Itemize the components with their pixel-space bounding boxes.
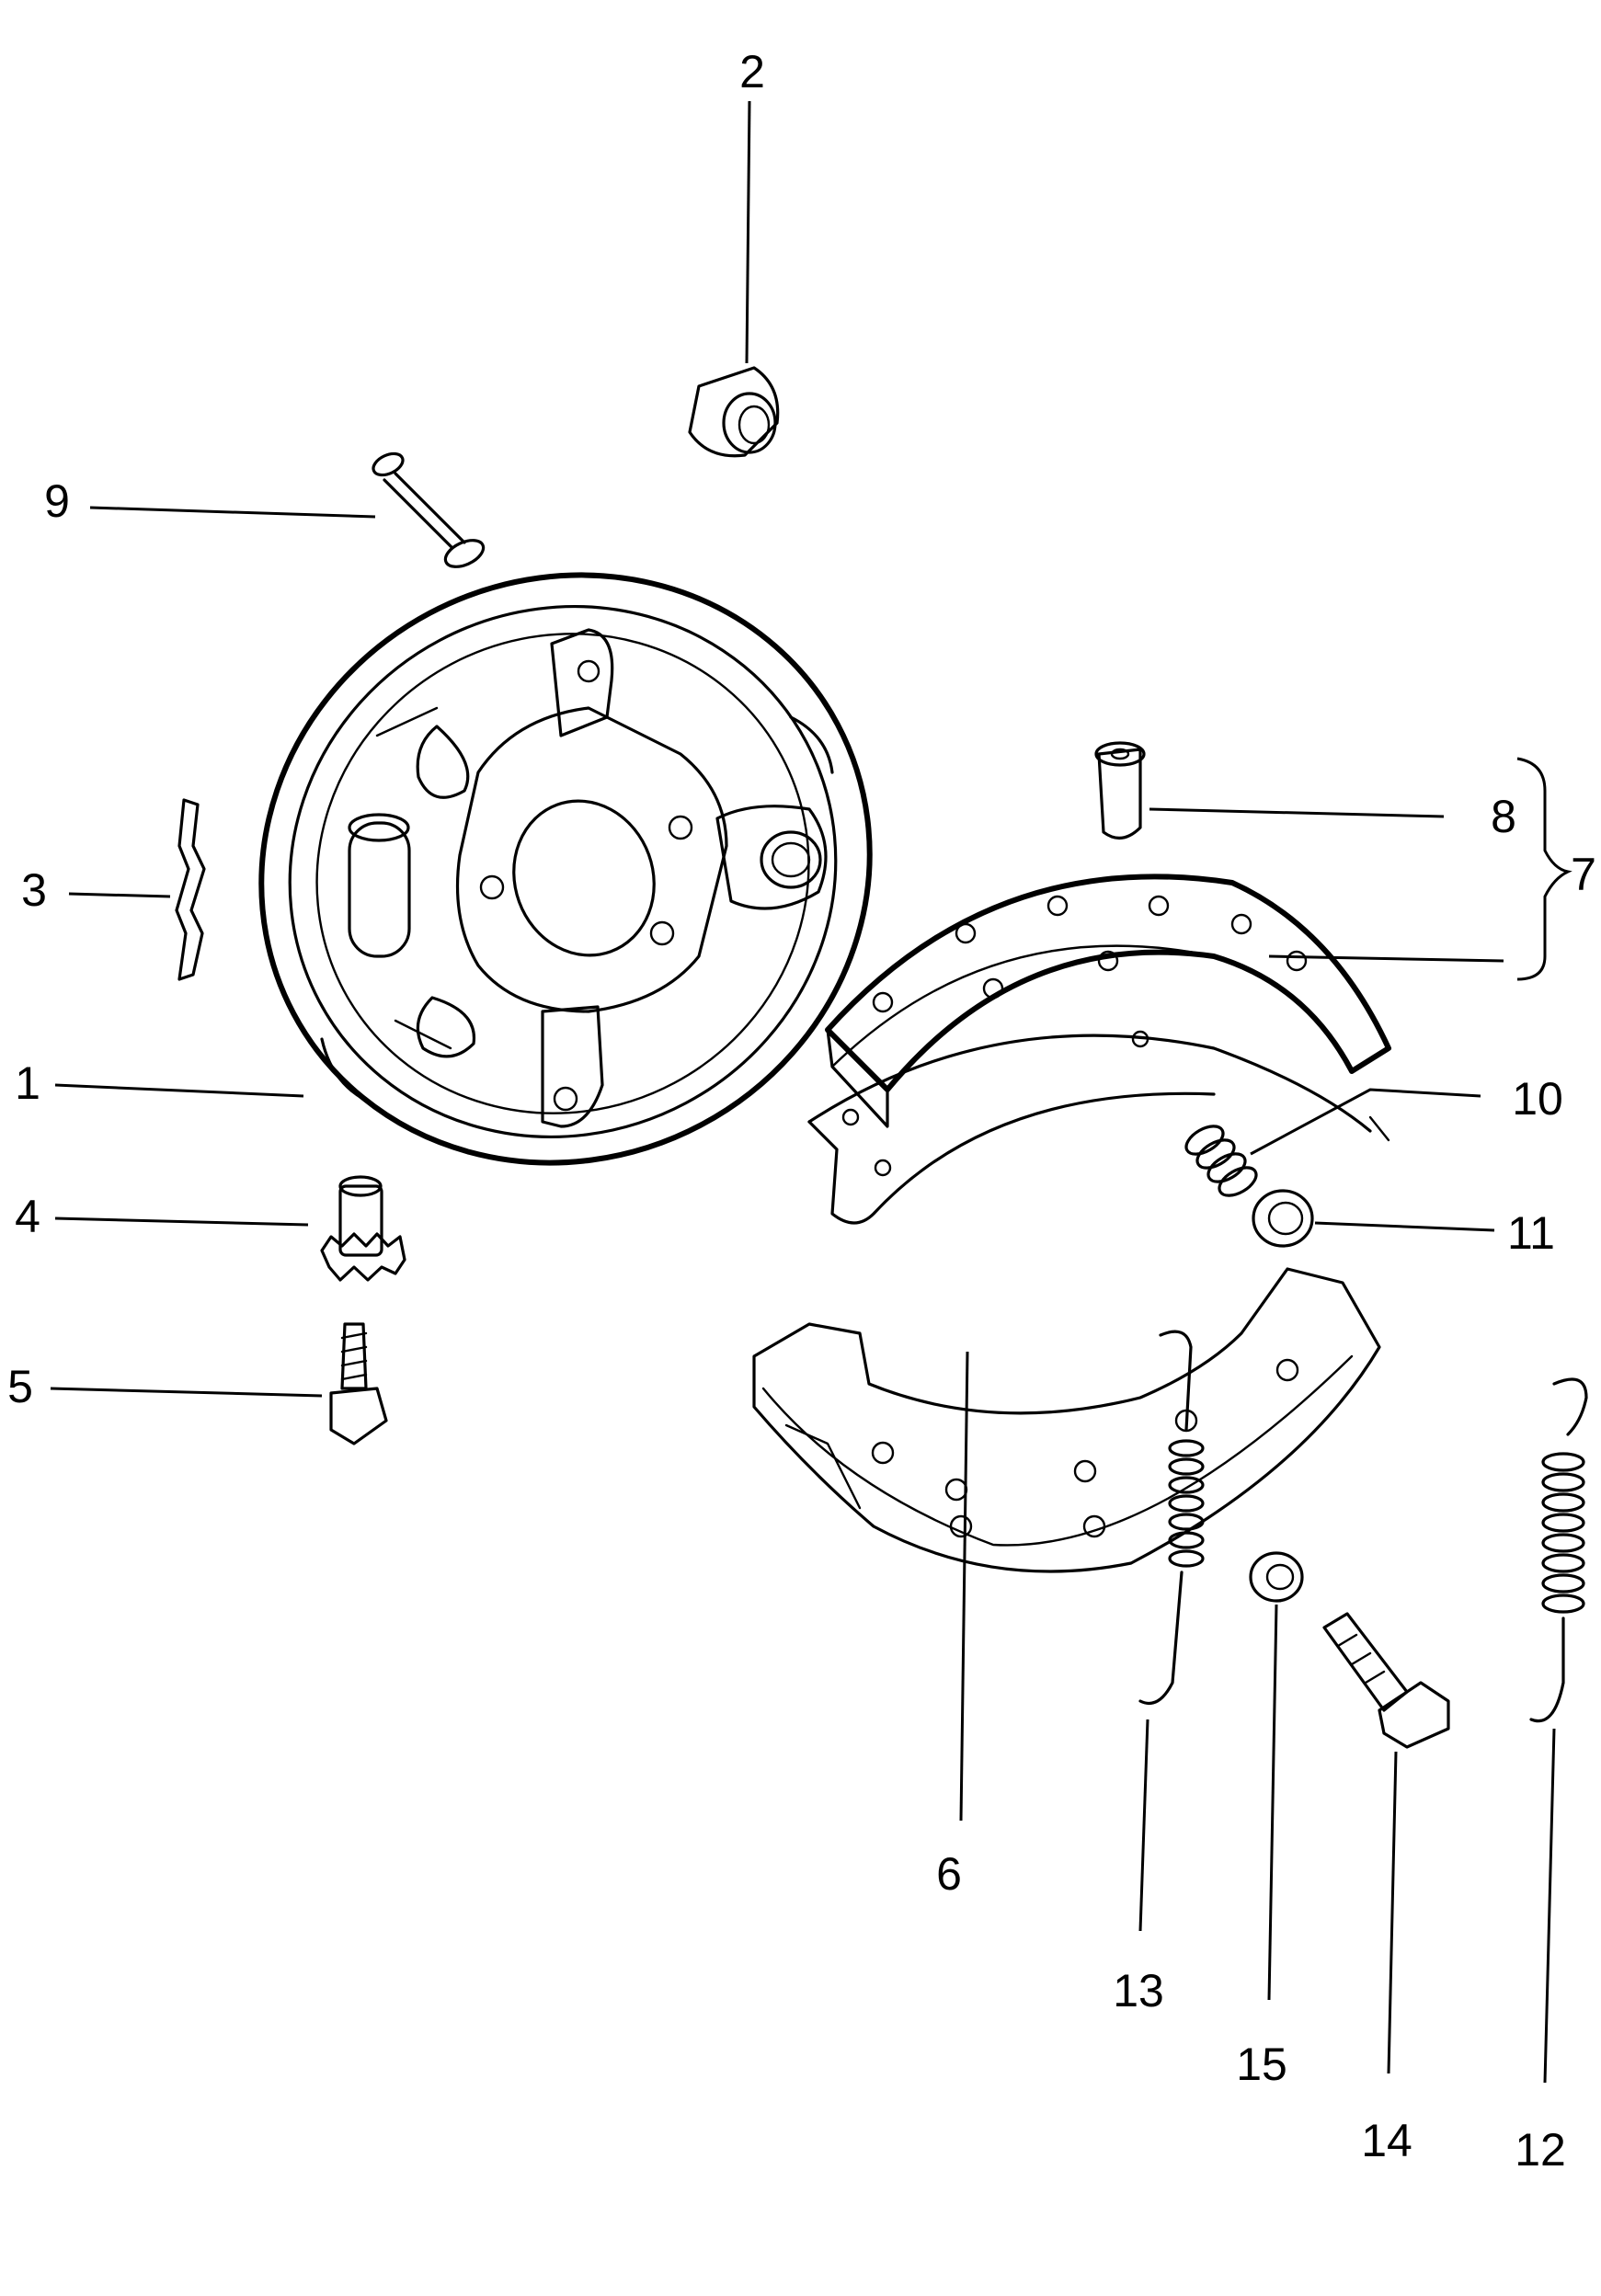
lower-brake-shoe [752, 1267, 1381, 1573]
adjuster-screw [329, 1322, 388, 1445]
label-10: 10 [1512, 1073, 1563, 1125]
label-2: 2 [739, 46, 765, 97]
hex-bolt [1322, 1612, 1450, 1749]
hold-down-pin [372, 451, 486, 568]
label-8: 8 [1491, 791, 1516, 842]
label-13: 13 [1113, 1965, 1164, 2016]
label-3: 3 [21, 864, 47, 916]
label-15: 15 [1236, 2039, 1287, 2090]
label-1: 1 [15, 1057, 40, 1109]
label-14: 14 [1361, 2115, 1412, 2166]
part-labels: 2 9 3 1 4 5 6 8 7 10 11 13 15 14 12 [7, 46, 1596, 2176]
upper-shoe-plate [807, 1030, 1390, 1225]
label-5: 5 [7, 1361, 33, 1412]
spring-clip [175, 798, 206, 981]
label-7: 7 [1571, 849, 1596, 900]
lock-ring [1249, 1551, 1304, 1603]
label-6: 6 [936, 1848, 962, 1900]
leader-lines [50, 100, 1572, 2084]
return-spring-13 [1138, 1330, 1205, 1706]
upper-brake-lining [825, 874, 1391, 1128]
return-spring-12 [1529, 1377, 1588, 1723]
label-4: 4 [15, 1191, 40, 1242]
label-9: 9 [44, 475, 70, 527]
grommet [688, 366, 780, 458]
adjuster-wheel [320, 1175, 406, 1282]
label-12: 12 [1515, 2124, 1566, 2176]
pin-cup [1094, 741, 1146, 840]
label-11: 11 [1507, 1207, 1555, 1259]
small-spring [1184, 1125, 1258, 1197]
backing-plate [258, 572, 873, 1166]
retainer-cup [1252, 1189, 1314, 1248]
